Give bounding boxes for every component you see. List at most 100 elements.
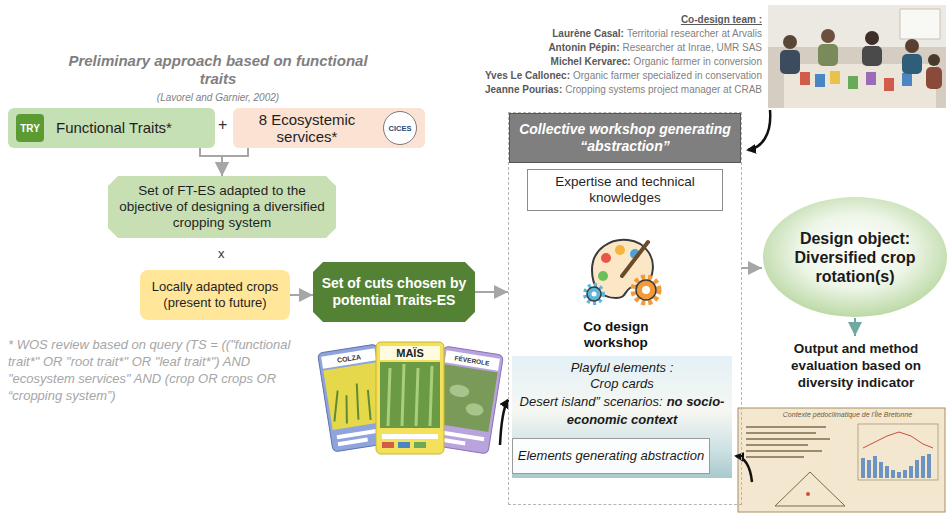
flow-arrow [854,318,856,336]
crop-cards-part-part [376,342,444,454]
text-holder: Locally adapted crops (present to future… [144,279,286,311]
soil-context-sheet-part [891,470,895,478]
output-text: Output and method evaluation based on di… [772,336,940,394]
flow-arrow [222,148,248,176]
soil-context-sheet-part [746,450,822,452]
codesign-icon-part [615,245,625,255]
member-role: Organic farmer specialized in conservati… [573,70,762,81]
footnote: * WOS review based on query (TS = (("fun… [8,336,310,404]
team-row: Co-design team : [681,12,762,26]
codesign-label: Co design workshop [561,318,671,352]
team-row: Jeanne Pourias:Cropping systems project … [485,82,762,96]
team-row: Laurène Casal:Territorial researcher at … [552,26,762,40]
node-text: Design object: Diversified crop rotation… [780,229,930,286]
team-row: Michel Kervarec:Organic farmer in conver… [551,54,762,68]
node-text: Elements generating abstraction [517,448,705,464]
node-text: Functional Traits* [56,119,207,137]
workshop-region: Collective workshop generating “abstract… [508,112,742,505]
expertise-box: Expertise and technical knowledges [527,169,723,211]
crop-cards [318,342,508,454]
abstraction-box: Elements generating abstraction [512,438,710,474]
card-name: COLZA [329,351,370,365]
text-holder: Collective workshop generating “abstract… [509,113,741,163]
codesign-icon-part [622,242,648,276]
team-row: Antonin Pépin: Researcher at Inrae, UMR S… [548,40,762,54]
codesign-icon-part [636,280,656,300]
flow-arrow [200,148,222,176]
soil-context-sheet-part [903,470,907,478]
text-holder: Set of cuts chosen by potential Traits-E… [321,275,467,309]
soil-context-sheet-part [909,466,913,478]
workshop-photo-part [926,67,942,89]
soil-context-sheet-part [879,462,883,478]
soil-context-sheet-part [897,472,901,478]
flow-arrow [290,294,313,296]
playful-box: Playful elements :Crop cardsDesert islan… [512,356,732,478]
node-text: Collective workshop generating “abstract… [509,113,741,163]
workshop-photo-part [865,31,879,45]
text-holder: Set of FT-ES adapted to the objective of… [118,183,326,231]
member-role: Researcher at Inrae, UMR SAS [623,42,763,53]
workshop-photo-part [900,9,940,39]
cut-set-box: Set of cuts chosen by potential Traits-E… [313,262,475,322]
crop-box: Locally adapted crops (present to future… [140,270,290,320]
soil-context-sheet-part [746,426,826,428]
text-holder: Co design workshop [561,319,671,351]
member-name: Jeanne Pourias: [485,84,562,95]
codesign-icon-part [598,271,608,281]
workshop-photo-part [928,54,940,66]
node-text: Output and method evaluation based on di… [772,340,940,391]
crop-cards-part-part [398,442,410,448]
workshop-photo-part [821,29,835,43]
member-name: Yves Le Callonec: [485,70,570,81]
node-text: Playful elements : [518,360,726,376]
workshop-photo-part [783,35,797,49]
crop-cards-part-part [338,438,368,447]
cices-logo: CICES [383,111,417,145]
text-holder: Expertise and technical knowledges [534,174,716,206]
node-shape [313,262,475,322]
flow-arrow [475,291,508,293]
codesign-icon-part [592,292,597,297]
node-text: Crop cards [518,376,726,392]
member-name: Antonin Pépin: [548,42,619,53]
codesign-icon [585,240,659,303]
soil-context-sheet [736,408,945,512]
workshop-photo-part [905,39,919,53]
team-row: Yves Le Callonec:Organic farmer speciali… [485,68,762,82]
crop-cards-part-part [465,402,485,417]
crop-cards-part-part [388,364,432,426]
service-box: 8 Ecosystemic services*CICES [233,108,425,148]
workshop-photo-part [800,72,810,85]
node-shape [763,197,947,317]
node-text: CICES [384,124,416,133]
workshop-photo-part [818,44,838,66]
workshop-photo [768,5,946,108]
crop-cards-part-part [329,382,372,425]
member-role: Organic farmer in conversion [634,56,762,67]
soil-context-sheet-part [746,432,816,434]
member-name: Michel Kervarec: [551,56,631,67]
flow-arrow [742,267,762,269]
card-name: MAÏS [390,347,430,360]
soil-context-sheet-part [746,444,808,446]
workshop-photo-part [780,50,800,74]
photo-arrow [748,110,770,150]
section-heading: Preliminary approach based on functional… [53,52,383,88]
workshop-photo-part [862,46,882,66]
workshop-photo-part [902,73,912,86]
codesign-icon-part [587,287,601,301]
text-holder: Output and method evaluation based on di… [772,340,940,391]
text-holder: Elements generating abstraction [517,448,705,464]
soil-context-sheet-part [867,460,871,478]
workshop-photo-part [902,54,922,74]
text-holder: Playful elements :Crop cardsDesert islan… [518,360,726,428]
text-holder: Functional Traits* [56,119,207,137]
soil-context-sheet-part [873,456,877,478]
team-heading: Co-design team : [681,14,762,25]
soil-context-sheet-part [915,460,919,478]
crop-cards-part-part [380,346,440,360]
design-object: Design object: Diversified crop rotation… [762,196,948,318]
node-text: Expertise and technical knowledges [534,174,716,206]
